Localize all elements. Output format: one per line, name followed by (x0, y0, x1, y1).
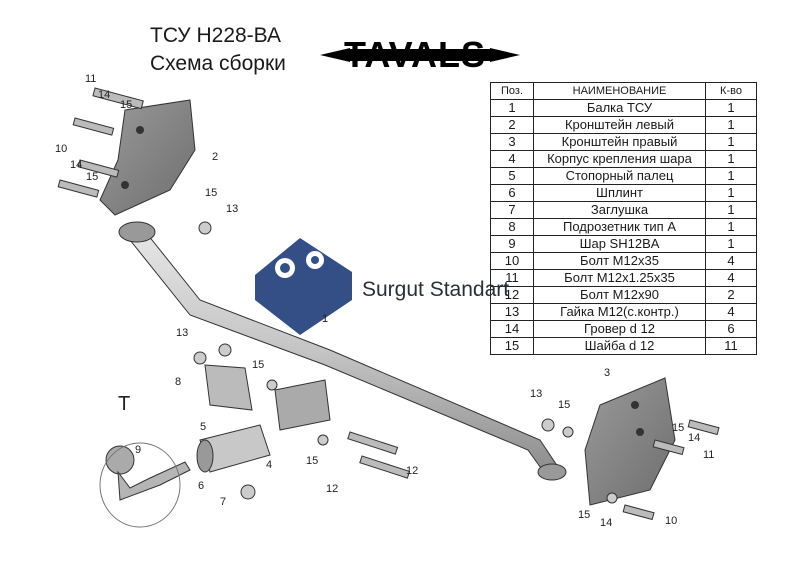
parts-cell-name: Стопорный палец (533, 167, 706, 185)
right-bracket (584, 377, 676, 506)
callout-3: 3 (604, 367, 610, 379)
assembly-group-outline (99, 442, 181, 528)
header-pos: Поз. (490, 82, 534, 100)
callout-10-left: 10 (55, 143, 67, 155)
callout-15-bottom: 15 (578, 509, 590, 521)
callout-13-a: 13 (226, 203, 238, 215)
callout-14-right-b: 14 (600, 517, 612, 529)
callout-labels: 1 2 3 4 5 6 7 8 9 10 10 11 11 12 12 13 1… (55, 73, 714, 529)
callout-14-right-a: 14 (688, 432, 700, 444)
callout-7: 7 (220, 496, 226, 508)
parts-cell-name: Шар SH12BA (533, 235, 706, 253)
diagram-title: ТСУ Н228-ВА Схема сборки (150, 22, 286, 78)
watermark-emblem (255, 238, 352, 335)
brand-logo (320, 48, 520, 62)
title-model: ТСУ Н228-ВА (150, 24, 281, 47)
bolts (57, 87, 720, 521)
callout-11-left: 11 (85, 73, 96, 85)
callout-5: 5 (200, 421, 206, 433)
callout-15-d: 15 (252, 359, 264, 371)
callout-15-left-a: 15 (120, 99, 132, 111)
nuts-washers (193, 221, 618, 504)
title-subtitle: Схема сборки (150, 52, 286, 75)
callout-6: 6 (198, 480, 204, 492)
callout-13-c: 13 (530, 388, 542, 400)
callout-8: 8 (175, 376, 181, 388)
brand-logo-text: TAVALS (344, 34, 486, 75)
left-bracket (99, 99, 196, 216)
parts-cell-name: Корпус крепления шара (533, 150, 706, 168)
tow-beam (118, 221, 567, 481)
callout-12-a: 12 (406, 465, 418, 477)
parts-cell-name: Кронштейн правый (533, 133, 706, 151)
callout-14-left-b: 14 (70, 159, 82, 171)
parts-cell-name: Болт М12х1.25х35 (533, 269, 706, 287)
parts-table-header: Поз. НАИМЕНОВАНИЕ К-во (490, 82, 757, 100)
parts-cell-pos: 11 (490, 269, 534, 287)
callout-15-e: 15 (306, 455, 318, 467)
callout-14-left-a: 14 (98, 89, 110, 101)
tow-ball (105, 445, 191, 501)
callout-10-right: 10 (665, 515, 677, 527)
callout-13-b: 13 (176, 327, 188, 339)
watermark-text: Surgut Standart (362, 278, 510, 301)
ball-mount-housing (196, 424, 271, 473)
parts-cell-name: Балка ТСУ (533, 99, 706, 117)
callout-15-c: 15 (205, 187, 217, 199)
parts-cell-qty: 11 (705, 337, 757, 355)
callout-9: 9 (135, 444, 141, 456)
parts-cell-name: Болт М12х90 (533, 286, 706, 304)
callout-11-right: 11 (703, 449, 714, 461)
callout-1: 1 (322, 313, 328, 325)
callout-15-left-b: 15 (86, 171, 98, 183)
callout-4: 4 (266, 459, 272, 471)
callout-T: T (118, 393, 130, 415)
callout-15-right: 15 (672, 422, 684, 434)
parts-cell-name: Шайба d 12 (533, 337, 706, 355)
socket-plate (204, 364, 331, 431)
callout-12-b: 12 (326, 483, 338, 495)
callout-2: 2 (212, 151, 218, 163)
parts-cell-qty: 1 (705, 116, 757, 134)
callout-15-f: 15 (558, 399, 570, 411)
